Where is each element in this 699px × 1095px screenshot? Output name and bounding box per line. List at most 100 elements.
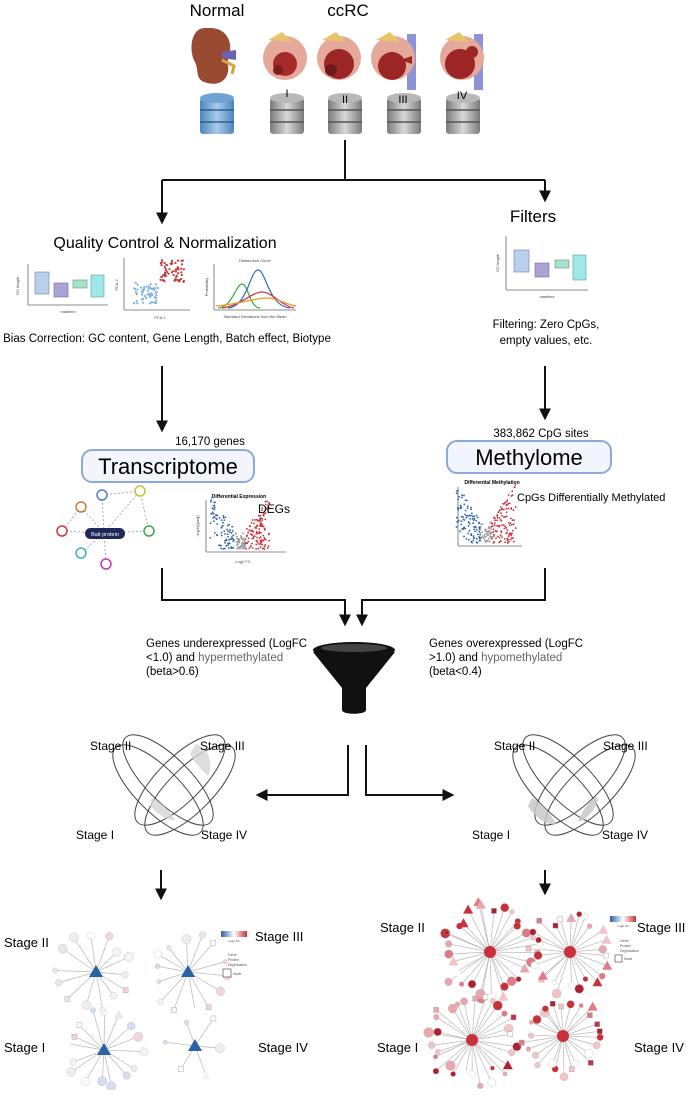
network-node (552, 989, 561, 998)
volcano-point (489, 534, 491, 536)
network-node (602, 935, 612, 944)
normal-kidney-icon (192, 28, 236, 84)
network-node (53, 968, 58, 973)
volcano-point (210, 513, 212, 515)
network-node (460, 998, 467, 1005)
network-node (81, 1077, 89, 1085)
volcano-point (506, 529, 508, 531)
volcano-point (460, 506, 462, 508)
pca-point (175, 276, 177, 278)
network-node (531, 961, 538, 968)
pca-point (143, 286, 145, 288)
volcano-point (263, 548, 265, 550)
filters-title: Filters (510, 207, 556, 226)
pca-point (154, 287, 156, 289)
volcano-point (506, 499, 508, 501)
network-node (491, 908, 496, 913)
filter-funnel-icon (313, 642, 395, 714)
network-node (595, 1022, 600, 1027)
volcano-point (489, 541, 491, 543)
methylation-volcano-points (456, 484, 517, 544)
merge-arrows (162, 568, 545, 624)
pca-point (141, 291, 143, 293)
volcano-point (470, 533, 472, 535)
volcano-point (484, 539, 486, 541)
network-node (534, 951, 542, 959)
volcano-point (223, 519, 225, 521)
network-left-stage2: Stage II (4, 935, 49, 950)
volcano-point (488, 538, 490, 540)
network-left-stage4: Stage IV (258, 1040, 308, 1055)
pca-point (149, 287, 151, 289)
pca-point (177, 259, 179, 261)
volcano-point (212, 511, 214, 513)
venn-left-stage3: Stage III (200, 739, 245, 753)
network-node (500, 983, 508, 991)
network-node (90, 1008, 95, 1013)
volcano-point (267, 547, 269, 549)
volcano-point (252, 537, 254, 539)
network-node (63, 1039, 73, 1048)
network-hub (484, 946, 496, 958)
volcano-point (240, 536, 242, 538)
methylation-volcano-plot: Differential Methylation (456, 480, 522, 546)
pca-point (137, 288, 139, 290)
volcano-point (481, 535, 483, 537)
network-node (70, 1059, 76, 1065)
volcano-point (222, 522, 224, 524)
volcano-point (232, 547, 234, 549)
network-right-stage1: Stage I (377, 1040, 418, 1055)
volcano-point (255, 544, 257, 546)
pca-point (144, 295, 146, 297)
network-node (507, 977, 516, 986)
volcano-point (247, 532, 249, 534)
venn-left-stage4: Stage IV (201, 828, 247, 842)
volcano-point (490, 521, 492, 523)
volcano-point (507, 542, 509, 544)
volcano-point (227, 542, 229, 544)
filters-boxplot-ylabel: GC length (495, 254, 500, 272)
network-right-stage2: Stage II (380, 920, 425, 935)
volcano-point (497, 536, 499, 538)
volcano-point (509, 524, 511, 526)
network-edge (104, 1050, 144, 1052)
bias-correction-text: Bias Correction: GC content, Gene Length… (3, 333, 331, 345)
volcano-point (469, 523, 471, 525)
volcano-point (231, 532, 233, 534)
network-node (490, 1066, 494, 1070)
ccrc-kidney-stage-1-icon (263, 32, 307, 80)
volcano-point (500, 506, 502, 508)
volcano-point (245, 542, 247, 544)
volcano-point (223, 530, 225, 532)
volcano-point (506, 515, 508, 517)
volcano-point (489, 530, 491, 532)
volcano-point (261, 544, 263, 546)
volcano-point (499, 509, 501, 511)
volcano-point (463, 526, 465, 528)
pca-point (166, 271, 168, 273)
volcano-point (238, 539, 240, 541)
network-node (127, 1022, 135, 1030)
degs-label: DEGs (258, 502, 290, 516)
pca-point (175, 268, 177, 270)
network-node (452, 967, 462, 976)
methylation-volcano-title: Differential Methylation (464, 480, 519, 486)
stage-roman-2: II (342, 94, 348, 106)
volcano-point (260, 532, 262, 534)
volcano-point (483, 537, 485, 539)
volcano-point (465, 538, 467, 540)
pca-point (154, 296, 156, 298)
volcano-point (474, 518, 476, 520)
ppi-node (144, 526, 154, 536)
volcano-point (498, 537, 500, 539)
volcano-point (493, 528, 495, 530)
venn-left-stage1: Stage I (76, 828, 114, 842)
volcano-point (504, 541, 506, 543)
volcano-point (224, 516, 226, 518)
volcano-point (259, 522, 261, 524)
network-node (445, 978, 453, 986)
network-left-stage3 (153, 932, 231, 1016)
legend-item-1: Gene (620, 939, 629, 943)
network-node (459, 918, 469, 927)
volcano-point (499, 517, 501, 519)
